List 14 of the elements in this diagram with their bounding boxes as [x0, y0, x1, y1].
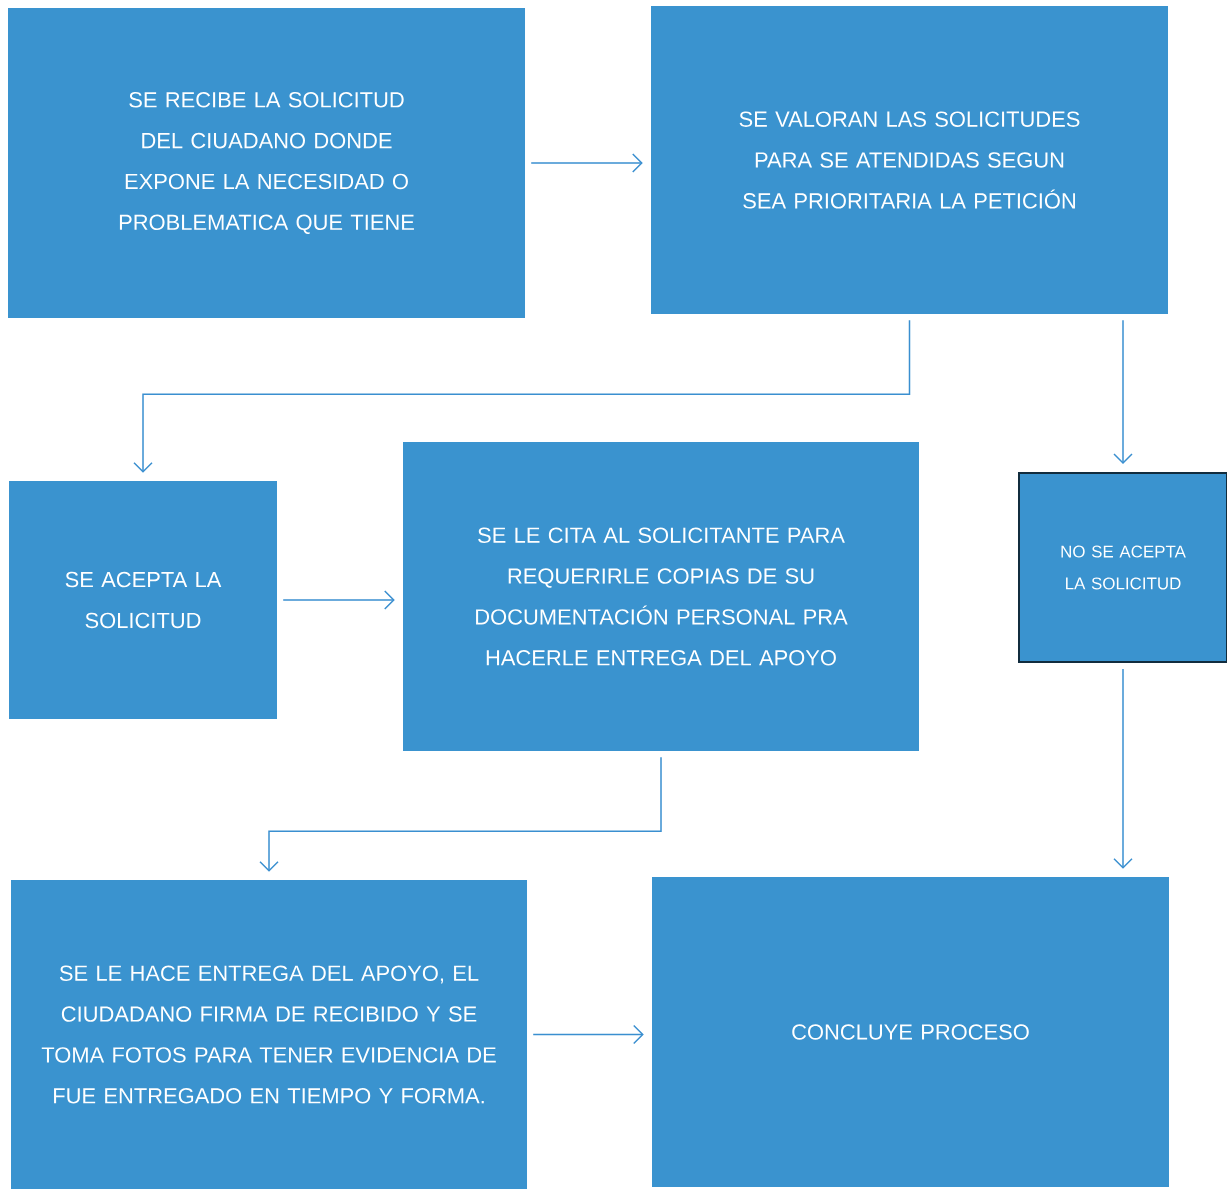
arrow — [1113, 319, 1133, 464]
arrow — [133, 319, 911, 473]
process-box: SE RECIBE LA SOLICITUD DEL CIUADANO DONDE EXPONE LA NECESIDAD O PROBLEMATICA QUE TIENE — [8, 8, 525, 318]
process-box: SE LE HACE ENTREGA DEL APOYO, EL CIUDADANO FIRMA DE RECIBIDO Y SE TOMA FOTOS PARA TENER EVIDENCIA DE FUE ENTREGADO EN TIEMPO Y FORMA. — [11, 880, 527, 1189]
arrow — [1113, 668, 1133, 869]
arrow — [530, 153, 643, 173]
process-box: CONCLUYE PROCESO — [652, 877, 1169, 1187]
arrow — [532, 1024, 644, 1045]
process-box: NO SE ACEPTA LA SOLICITUD — [1018, 472, 1227, 663]
arrow — [259, 756, 662, 872]
process-box: SE LE CITA AL SOLICITANTE PARA REQUERIRLE COPIAS DE SU DOCUMENTACIÓN PERSONAL PRA HACERLE ENTREGA DEL APOYO — [403, 442, 919, 751]
process-box: SE VALORAN LAS SOLICITUDES PARA SE ATENDIDAS SEGUN SEA PRIORITARIA LA PETICIÓN — [651, 6, 1168, 314]
arrow — [282, 590, 395, 610]
process-box: SE ACEPTA LA SOLICITUD — [9, 481, 277, 719]
